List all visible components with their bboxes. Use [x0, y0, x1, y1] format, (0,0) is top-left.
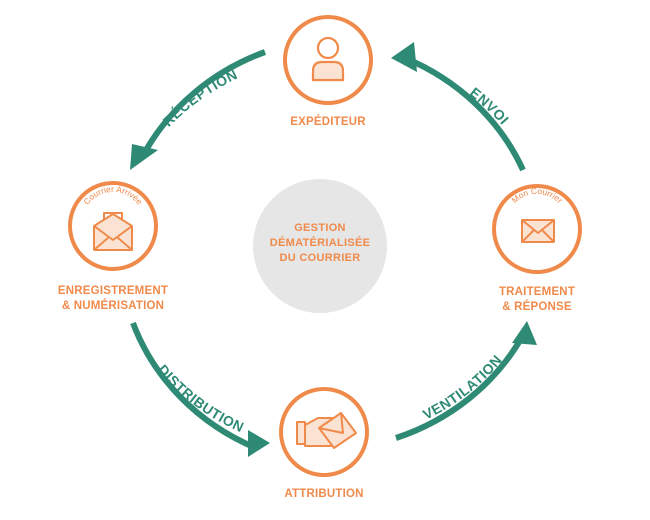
node-enregistrement: Courrier Arrivée	[68, 181, 158, 271]
arrowhead-ventilation	[512, 321, 537, 345]
label-enregistrement: ENREGISTREMENT & NUMÉRISATION	[38, 284, 188, 314]
arrow-reception: RÉCEPTION	[130, 49, 267, 170]
center-title-line3: DU COURRIER	[279, 252, 361, 264]
arrow-envoi: ENVOI	[391, 42, 526, 172]
arrowhead-envoi	[391, 42, 417, 72]
node-traitement: Mon Courrier	[492, 184, 582, 274]
arrow-label-distribution: DISTRIBUTION	[155, 361, 247, 435]
arrow-label-reception: RÉCEPTION	[159, 66, 240, 129]
label-expediteur: EXPÉDITEUR	[290, 116, 366, 128]
label-enregistrement-line1: ENREGISTREMENT	[57, 285, 169, 297]
envelope-icon	[521, 219, 555, 243]
arrow-distribution: DISTRIBUTION	[130, 321, 270, 457]
arrowhead-reception	[130, 144, 158, 170]
arrow-label-ventilation: VENTILATION	[420, 352, 505, 423]
label-attribution: ATTRIBUTION	[284, 488, 364, 500]
label-traitement-line1: TRAITEMENT	[498, 286, 576, 298]
arrowhead-distribution	[248, 430, 270, 457]
center-title-line1: GESTION	[294, 222, 346, 234]
hand-envelope-icon	[296, 412, 357, 449]
node-attribution	[279, 387, 369, 477]
arrow-ventilation: VENTILATION	[395, 321, 537, 441]
open-envelope-icon	[93, 212, 133, 251]
center-circle	[253, 179, 387, 313]
node-circle-expediteur	[283, 15, 373, 105]
label-enregistrement-line2: & NUMÉRISATION	[61, 300, 165, 312]
center-title: GESTION DÉMATÉRIALISÉE DU COURRIER	[255, 221, 385, 266]
center-title-line2: DÉMATÉRIALISÉE	[269, 237, 371, 249]
node-expediteur	[283, 15, 373, 105]
person-icon	[311, 36, 345, 82]
label-traitement-line2: & RÉPONSE	[502, 301, 572, 313]
label-traitement: TRAITEMENT & RÉPONSE	[477, 285, 597, 315]
